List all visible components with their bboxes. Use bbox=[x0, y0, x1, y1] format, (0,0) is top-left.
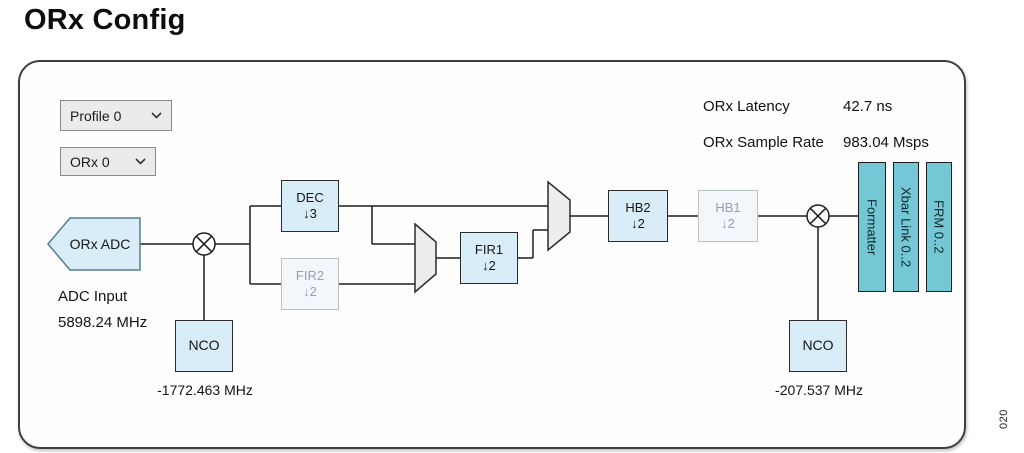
figure-number: 020 bbox=[998, 409, 1010, 429]
fir2-block: FIR2 ↓2 bbox=[281, 258, 339, 310]
chevron-down-icon bbox=[151, 112, 162, 119]
orx-latency-row: ORx Latency 42.7 ns bbox=[703, 98, 892, 115]
formatter-block: Formatter bbox=[858, 162, 886, 292]
orx-latency-label: ORx Latency bbox=[703, 98, 790, 115]
hb2-block-label: HB2 bbox=[625, 199, 651, 215]
nco2-block-label: NCO bbox=[802, 337, 834, 354]
dec-block: DEC ↓3 bbox=[281, 180, 339, 232]
chevron-down-icon bbox=[135, 158, 146, 165]
orx-sample-rate-row: ORx Sample Rate 983.04 Msps bbox=[703, 134, 929, 151]
fir2-block-label: FIR2 bbox=[295, 267, 325, 283]
fir1-block-label: FIR1 bbox=[474, 241, 504, 257]
fir2-decimation-factor: ↓2 bbox=[303, 284, 317, 299]
orx-dropdown-value: ORx 0 bbox=[70, 153, 110, 170]
nco2-frequency: -207.537 MHz bbox=[775, 382, 863, 398]
hb2-block: HB2 ↓2 bbox=[608, 190, 668, 242]
frm-block: FRM 0..2 bbox=[926, 162, 952, 292]
orx-latency-value: 42.7 ns bbox=[843, 98, 893, 115]
orx-channel-dropdown[interactable]: ORx 0 bbox=[60, 147, 156, 176]
hb1-decimation-factor: ↓2 bbox=[721, 216, 735, 231]
orx-adc-label: ORx ADC bbox=[69, 236, 131, 252]
orx-sample-rate-label: ORx Sample Rate bbox=[703, 134, 824, 151]
dec-decimation-factor: ↓3 bbox=[303, 206, 317, 221]
fir1-block: FIR1 ↓2 bbox=[460, 232, 518, 284]
dec-block-label: DEC bbox=[296, 189, 324, 205]
hb1-block: HB1 ↓2 bbox=[698, 190, 758, 242]
fir1-decimation-factor: ↓2 bbox=[482, 258, 496, 273]
nco1-block: NCO bbox=[175, 320, 233, 372]
nco1-frequency: -1772.463 MHz bbox=[157, 382, 253, 398]
adc-input-label: ADC Input bbox=[58, 288, 128, 305]
hb1-block-label: HB1 bbox=[715, 199, 741, 215]
adc-input-frequency: 5898.24 MHz bbox=[58, 314, 148, 331]
nco1-block-label: NCO bbox=[188, 337, 220, 354]
xbar-link-block: Xbar Link 0..2 bbox=[893, 162, 919, 292]
profile-dropdown[interactable]: Profile 0 bbox=[60, 100, 172, 131]
orx-sample-rate-value: 983.04 Msps bbox=[843, 134, 929, 151]
page-title: ORx Config bbox=[24, 4, 186, 36]
nco2-block: NCO bbox=[789, 320, 847, 372]
hb2-decimation-factor: ↓2 bbox=[631, 216, 645, 231]
profile-dropdown-value: Profile 0 bbox=[70, 107, 122, 124]
